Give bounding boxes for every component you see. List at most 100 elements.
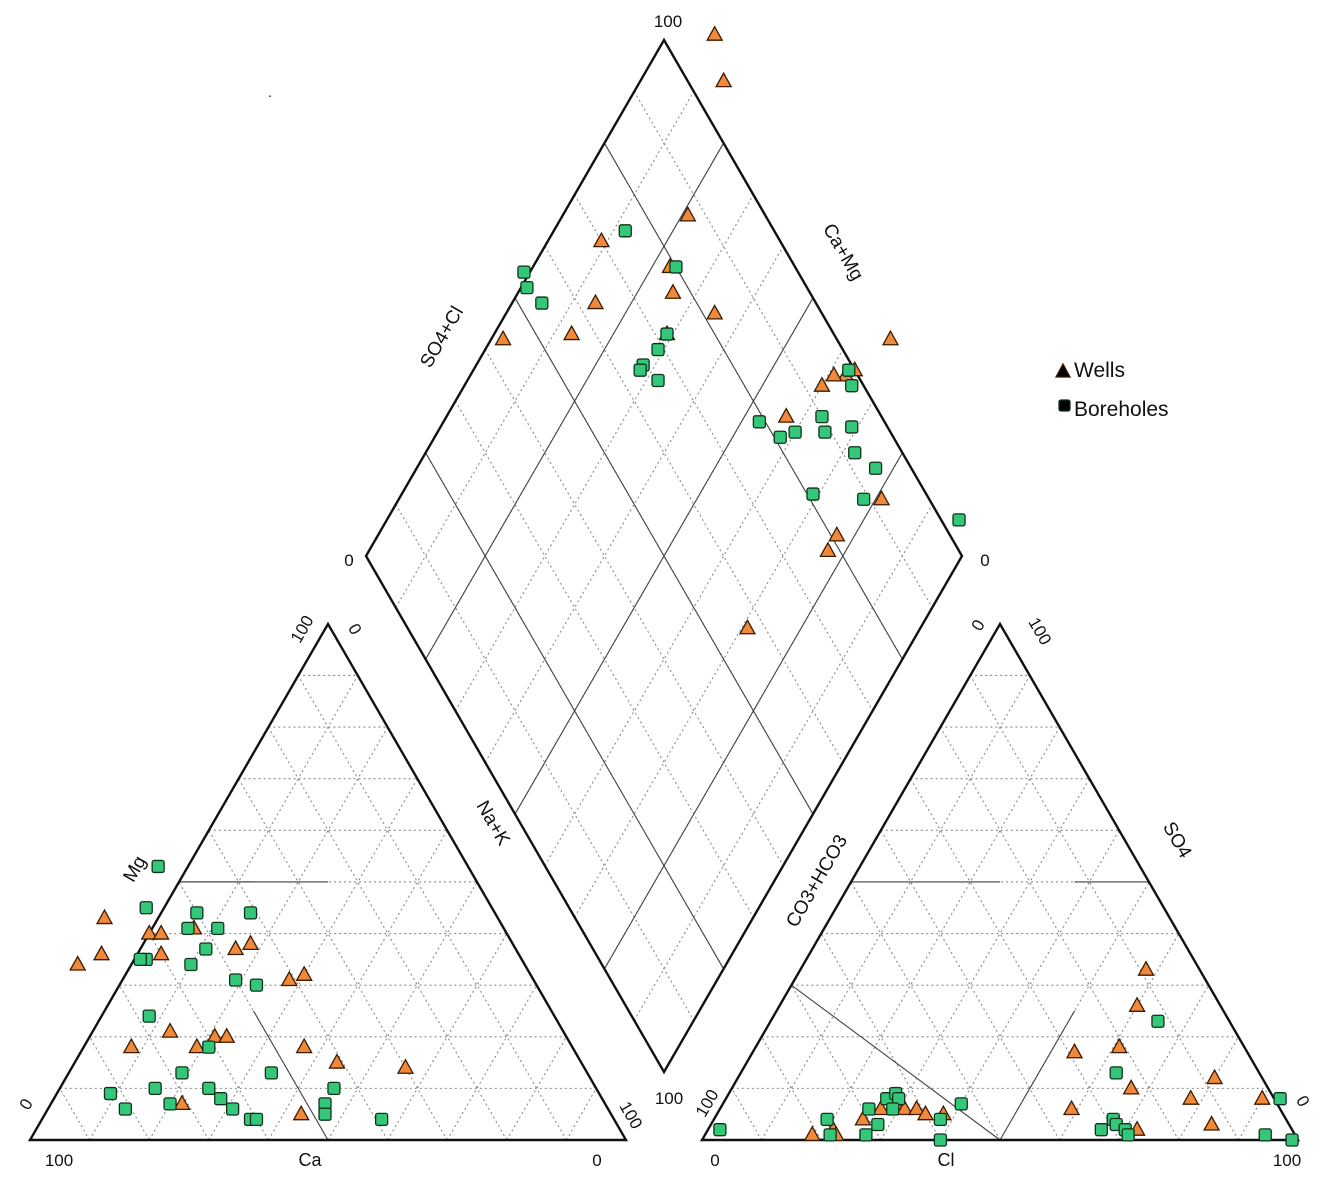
boreholes-diamond-point bbox=[618, 224, 632, 238]
wells-cation-point bbox=[69, 955, 87, 971]
wells-cation-point bbox=[161, 1022, 179, 1038]
boreholes-diamond-point bbox=[669, 260, 683, 274]
wells-diamond-point bbox=[592, 231, 611, 248]
anion-tick-apex-100: 100 bbox=[1024, 614, 1055, 648]
anion-gridline bbox=[880, 778, 1090, 1141]
boreholes-diamond-point bbox=[868, 461, 883, 475]
wells-diamond-point bbox=[777, 407, 795, 423]
cation-triangle-frame bbox=[27, 621, 629, 1142]
anion-tick-bottom-0: 0 bbox=[710, 1151, 719, 1170]
boreholes-anion-point bbox=[954, 1097, 968, 1111]
anion-gridline bbox=[850, 881, 1001, 1141]
wells-cation-point bbox=[92, 944, 111, 961]
boreholes-diamond-point bbox=[818, 425, 832, 439]
wells-cation-point bbox=[280, 970, 298, 987]
wells-anion-point bbox=[803, 1125, 821, 1141]
boreholes-diamond-point bbox=[520, 280, 534, 295]
boreholes-cation-point bbox=[103, 1086, 118, 1101]
cation-tick-bottom-100: 100 bbox=[45, 1151, 73, 1170]
boreholes-diamond-point bbox=[651, 342, 665, 357]
boreholes-anion-point bbox=[1151, 1014, 1165, 1028]
anion-axis-cl: Cl bbox=[938, 1150, 955, 1170]
diamond-class-line bbox=[514, 297, 814, 815]
wells-diamond-point bbox=[706, 25, 724, 41]
diamond-class-line bbox=[425, 452, 725, 970]
anion-triangle-frame bbox=[699, 621, 1301, 1142]
anion-gridline bbox=[731, 1088, 763, 1141]
wells-anion-point bbox=[896, 1099, 914, 1116]
boreholes-cation-point bbox=[264, 1066, 279, 1080]
wells-diamond-point bbox=[714, 71, 733, 88]
boreholes-cation-point bbox=[175, 1066, 189, 1080]
boreholes-cation-point bbox=[133, 952, 147, 966]
wells-cation-point bbox=[328, 1053, 346, 1069]
cation-gridline bbox=[446, 984, 538, 1141]
boreholes-diamond-point bbox=[752, 415, 767, 429]
anion-gridline bbox=[910, 778, 1120, 1141]
wells-diamond-point bbox=[872, 489, 891, 506]
boreholes-cation-point bbox=[184, 957, 198, 972]
boreholes-cation-point bbox=[118, 1102, 133, 1116]
cation-gridline bbox=[89, 675, 359, 1141]
diamond-tick-bottom: 100 bbox=[655, 1089, 683, 1108]
diamond-gridline bbox=[633, 91, 933, 608]
boreholes-cation-point bbox=[327, 1081, 341, 1096]
wells-anion-point bbox=[854, 1110, 872, 1126]
legend-wells-label: Wells bbox=[1074, 359, 1125, 382]
boreholes-diamond-point bbox=[660, 327, 674, 341]
boreholes-anion-point bbox=[1094, 1123, 1108, 1137]
wells-cation-point bbox=[292, 1104, 310, 1121]
boreholes-diamond-point bbox=[857, 492, 871, 506]
wells-anion-point bbox=[1205, 1068, 1224, 1085]
frame-layer bbox=[27, 37, 1301, 1142]
anion-axis-co3-hco3: CO3+HCO3 bbox=[782, 831, 852, 931]
cation-gridline bbox=[118, 984, 210, 1141]
cation-tick-right-base: 100 bbox=[615, 1098, 646, 1132]
wells-cation-point bbox=[218, 1027, 236, 1043]
diamond-gridline bbox=[574, 400, 874, 918]
diamond-tick-right: 0 bbox=[980, 551, 989, 570]
cation-gridline bbox=[565, 1088, 597, 1141]
wells-diamond-point bbox=[819, 541, 837, 557]
boreholes-anion-point bbox=[713, 1123, 727, 1137]
boreholes-cation-point bbox=[249, 1112, 264, 1127]
legend-wells-marker bbox=[1054, 362, 1072, 378]
diamond-axis-so4-cl: SO4+Cl bbox=[416, 303, 468, 372]
wells-anion-point bbox=[916, 1104, 935, 1121]
boreholes-diamond-point bbox=[633, 363, 647, 377]
anion-gridline bbox=[969, 675, 1239, 1141]
boreholes-cation-point bbox=[243, 906, 258, 920]
diamond-gridline bbox=[454, 194, 754, 712]
boreholes-anion-point bbox=[871, 1117, 885, 1132]
boreholes-anion-point bbox=[1258, 1128, 1272, 1142]
boreholes-diamond-point bbox=[651, 373, 665, 388]
cation-gridline bbox=[238, 778, 448, 1141]
wells-cation-point bbox=[152, 924, 170, 940]
cation-gridline bbox=[297, 675, 567, 1141]
boreholes-anion-point bbox=[1273, 1092, 1287, 1106]
wells-diamond-point bbox=[563, 324, 581, 341]
boreholes-anion-point bbox=[1109, 1066, 1123, 1080]
wells-diamond-point bbox=[664, 283, 682, 299]
wells-anion-point bbox=[1202, 1115, 1221, 1131]
wells-cation-point bbox=[295, 1037, 313, 1054]
diamond-tick-top: 100 bbox=[654, 12, 682, 31]
boreholes-diamond-point bbox=[815, 409, 829, 424]
wells-cation-point bbox=[227, 939, 245, 956]
boreholes-cation-point bbox=[148, 1081, 162, 1096]
diamond-class-line bbox=[603, 142, 903, 660]
cation-tick-apex-0: 0 bbox=[344, 620, 365, 638]
grid-layer bbox=[59, 91, 1269, 1141]
wells-cation-point bbox=[241, 934, 260, 951]
boreholes-cation-point bbox=[190, 906, 204, 920]
boreholes-cation-point bbox=[374, 1112, 389, 1127]
boreholes-diamond-point bbox=[842, 363, 856, 377]
diamond-axis-ca-mg: Ca+Mg bbox=[818, 220, 867, 284]
boreholes-anion-point bbox=[820, 1112, 834, 1127]
wells-anion-point bbox=[1137, 960, 1155, 976]
cation-gridline bbox=[59, 1088, 91, 1141]
boreholes-diamond-point bbox=[535, 296, 549, 310]
boreholes-anion-point bbox=[859, 1128, 873, 1142]
legend-boreholes-label: Boreholes bbox=[1074, 398, 1169, 421]
wells-anion-point bbox=[1062, 1099, 1081, 1116]
